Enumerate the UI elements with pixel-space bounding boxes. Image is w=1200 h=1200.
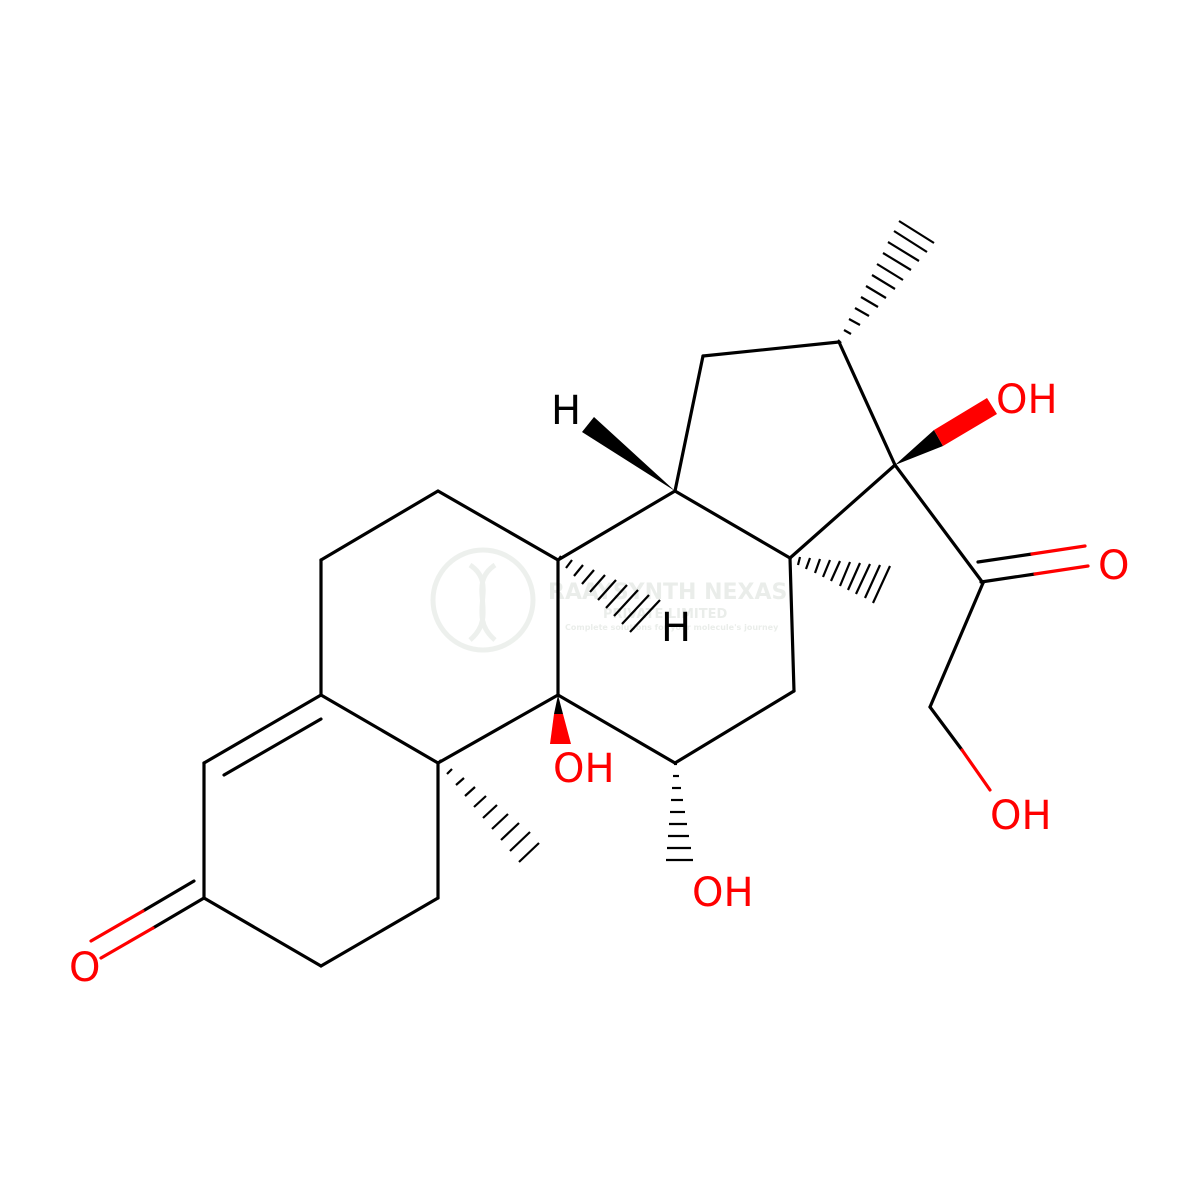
bond-c9-c10	[436, 693, 560, 765]
atom-label-oh-9: OH	[553, 746, 615, 792]
hash-c16-methyl	[837, 220, 935, 344]
bond-c13-c14	[673, 489, 792, 560]
hash-c8-h	[557, 555, 661, 633]
bond-c4-c5-inner	[222, 717, 323, 777]
wedge-c9-oh-red	[550, 714, 571, 744]
bond-c7-c8	[436, 489, 560, 562]
bond-c3-o-b-red	[89, 909, 145, 943]
bond-c9-c11	[556, 693, 677, 765]
bond-c16-c17	[837, 340, 897, 467]
atom-label-o-ketone-3: O	[69, 945, 100, 991]
bond-c5-c10	[319, 693, 440, 765]
ring-c-bonds	[556, 489, 796, 765]
atom-label-h-8: H	[661, 605, 691, 651]
hash-c10-methyl	[437, 759, 540, 863]
bond-c12-c13	[788, 556, 796, 693]
bond-c3-o-a	[151, 896, 206, 930]
wedge-c17-oh-red	[934, 398, 997, 446]
side-chain-bonds	[893, 463, 1090, 792]
bond-c3-o-a-red	[99, 926, 155, 960]
bond-c20-o-a	[979, 572, 1037, 584]
bond-c17-c20	[893, 463, 985, 585]
bond-c6-c7	[319, 489, 440, 562]
watermark-name: RAAYSYNTH NEXAS	[548, 580, 787, 605]
atom-label-oh-21: OH	[990, 793, 1052, 839]
watermark-tagline: Complete solutions for your molecule's j…	[565, 623, 779, 632]
bond-c4-c5	[202, 693, 323, 765]
atom-label-oh-17: OH	[996, 377, 1058, 423]
ring-b-bonds	[319, 489, 560, 765]
bond-c20-o-b-red	[1030, 544, 1087, 556]
watermark-logo: RAAYSYNTH NEXAS PRIVATE LIMITED Complete…	[430, 547, 787, 653]
bond-c21-o	[928, 705, 964, 752]
ring-d-bonds	[673, 340, 897, 560]
wedge-bonds	[550, 398, 997, 744]
bond-c3-o-b	[141, 879, 196, 913]
hash-c13-methyl	[788, 556, 891, 604]
hash-c11-oh	[666, 762, 693, 862]
ring-a-bonds	[202, 693, 440, 968]
bond-c14-c15	[673, 354, 705, 493]
bond-c1-c2	[319, 896, 440, 968]
atom-label-h-14: H	[551, 388, 581, 434]
bond-c11-c12	[673, 689, 796, 765]
wedge-c14-h	[582, 417, 675, 491]
bond-c21-o-red	[960, 748, 992, 792]
bond-c15-c16	[701, 340, 841, 358]
bond-c2-c3	[202, 896, 323, 968]
bond-c20-o-a-red	[1033, 564, 1090, 576]
wedge-c9-oh	[554, 695, 563, 714]
bond-c20-o-b	[976, 552, 1034, 564]
atom-label-oh-11: OH	[692, 870, 754, 916]
ketone-c3	[89, 879, 206, 960]
bond-c17-c13	[788, 463, 897, 560]
bond-c20-c21	[928, 581, 985, 709]
atom-label-o-ketone-20: O	[1098, 543, 1129, 589]
bond-c14-c8	[556, 489, 677, 562]
wedge-c17-oh	[895, 430, 943, 465]
